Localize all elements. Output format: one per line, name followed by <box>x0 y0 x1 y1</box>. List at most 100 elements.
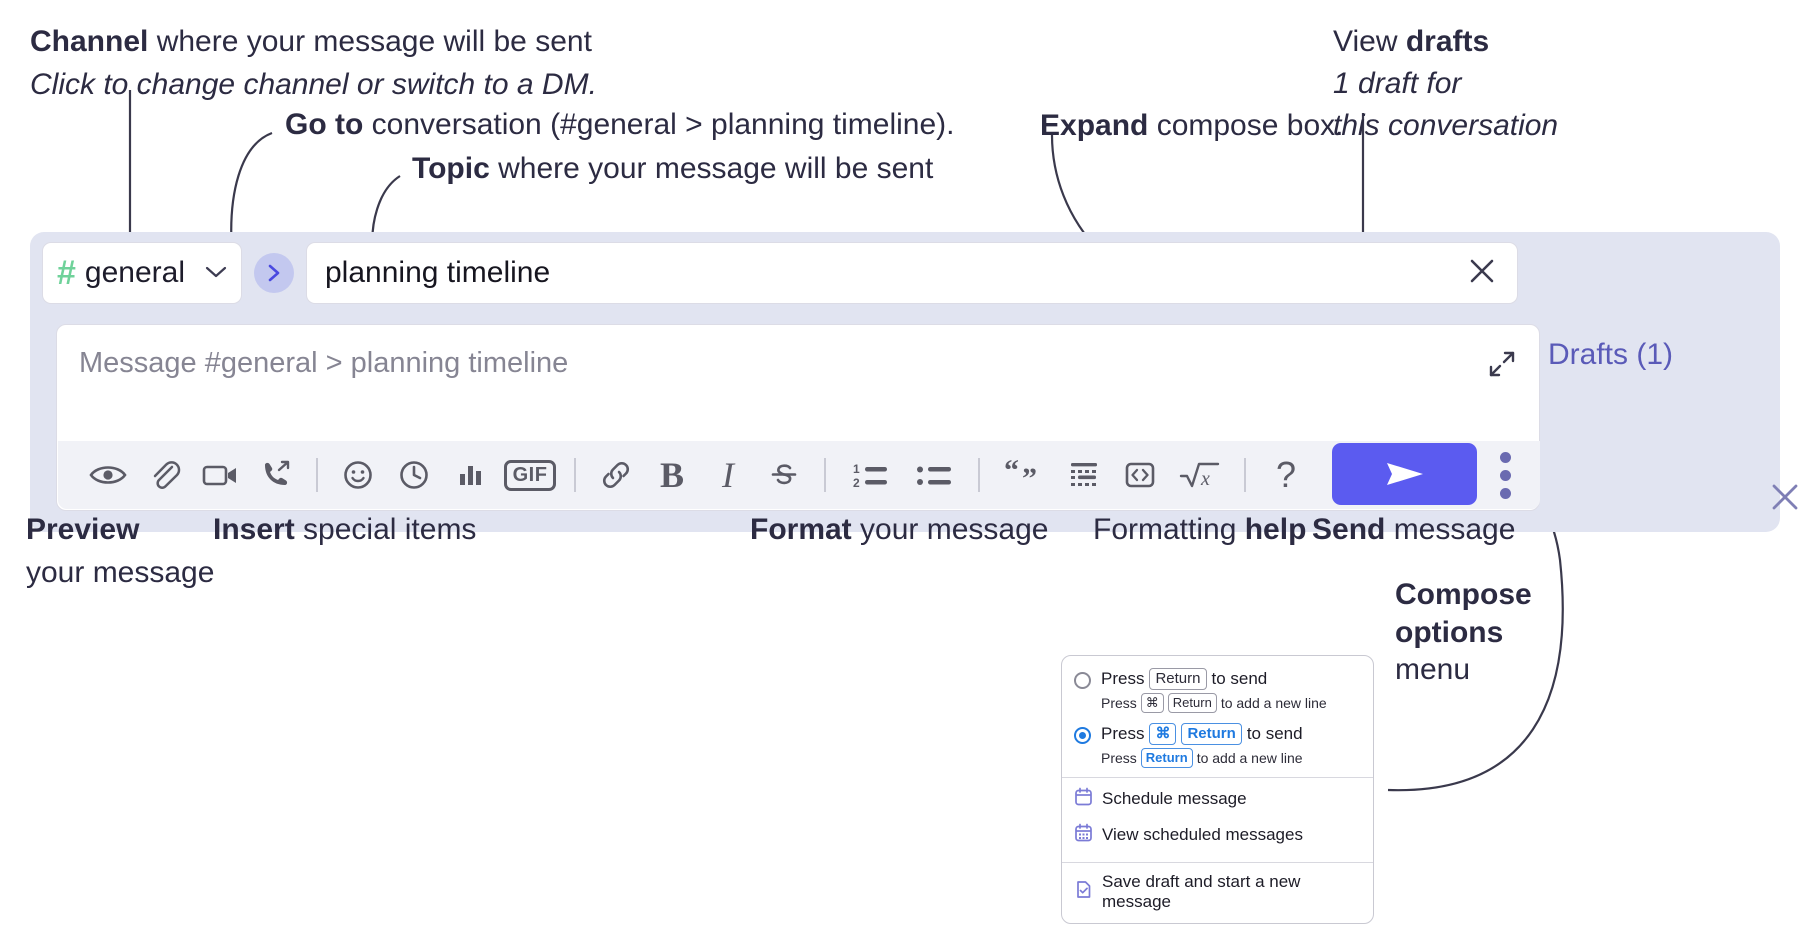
gif-icon[interactable]: GIF <box>498 447 562 503</box>
annotation-compose-options: Compose options menu <box>1395 576 1532 689</box>
toolbar-separator <box>1244 458 1246 492</box>
topic-input[interactable]: planning timeline <box>306 242 1518 304</box>
bulleted-list-icon[interactable] <box>902 447 966 503</box>
menu-item-save-draft[interactable]: Save draft and start a new message <box>1062 863 1373 923</box>
annotation-channel-rest: where your message will be sent <box>148 25 592 58</box>
menu-item-schedule-message[interactable]: Schedule message <box>1062 778 1373 817</box>
tail-label: to add a new line <box>1220 695 1327 712</box>
goto-conversation-button[interactable] <box>254 253 294 293</box>
annotation-topic-rest: where your message will be sent <box>489 152 934 185</box>
send-button[interactable] <box>1332 443 1477 505</box>
close-icon[interactable] <box>1465 254 1499 293</box>
close-icon[interactable] <box>1766 478 1804 521</box>
audio-call-icon[interactable] <box>248 447 304 503</box>
calendar-grid-icon <box>1074 823 1093 847</box>
expand-icon[interactable] <box>1485 347 1519 386</box>
annotation-drafts-plain: View <box>1333 25 1406 58</box>
inline-code-icon[interactable] <box>1112 447 1168 503</box>
press-label: Press <box>1101 669 1145 689</box>
compose-options-button[interactable] <box>1500 452 1511 499</box>
emoji-icon[interactable] <box>330 447 386 503</box>
annotation-drafts-sub2: this conversation <box>1333 109 1559 142</box>
send-icon <box>1386 463 1423 485</box>
menu-item-view-scheduled-messages[interactable]: View scheduled messages <box>1062 817 1373 853</box>
annotation-expand: Expand compose box. <box>1040 106 1343 145</box>
svg-text:2: 2 <box>853 476 860 490</box>
annotation-channel-bold: Channel <box>30 25 149 58</box>
key-command: ⌘ <box>1140 693 1164 713</box>
attachment-icon[interactable] <box>136 447 192 503</box>
annotation-send: Send message <box>1312 510 1515 549</box>
radio-button-selected[interactable] <box>1074 726 1091 744</box>
link-icon[interactable] <box>588 447 644 503</box>
hash-icon: # <box>57 254 76 292</box>
tail-label: to send <box>1246 723 1303 743</box>
topic-value: planning timeline <box>325 256 551 289</box>
code-block-icon[interactable] <box>1056 447 1112 503</box>
channel-selector[interactable]: # general <box>42 242 242 304</box>
annotation-help-plain: Formatting <box>1093 513 1245 546</box>
annotation-format-rest: your message <box>851 513 1049 546</box>
annotation-preview-sub: your message <box>26 556 215 589</box>
key-return: Return <box>1140 748 1193 768</box>
annotation-channel: Channel where your message will be sent … <box>30 22 597 104</box>
annotation-goto-bold: Go to <box>285 108 364 141</box>
annotation-compose-bold2: options <box>1395 615 1504 649</box>
channel-name: general <box>84 256 185 289</box>
svg-text:”: ” <box>1022 462 1037 492</box>
annotation-expand-bold: Expand <box>1040 109 1149 142</box>
press-label: Press <box>1101 695 1137 712</box>
annotation-topic: Topic where your message will be sent <box>412 149 933 188</box>
annotation-expand-rest: compose box. <box>1148 109 1344 142</box>
strikethrough-icon[interactable] <box>756 447 812 503</box>
annotation-formatting-help: Formatting help <box>1093 510 1306 549</box>
press-label: Press <box>1101 723 1145 743</box>
toolbar-separator <box>824 458 826 492</box>
clock-icon[interactable] <box>386 447 442 503</box>
annotation-send-bold: Send <box>1312 513 1386 546</box>
drafts-link[interactable]: Drafts (1) <box>1548 338 1674 371</box>
option-main-row: Press ⌘ Return to send <box>1101 722 1303 746</box>
preview-icon[interactable] <box>80 447 136 503</box>
toolbar-separator <box>574 458 576 492</box>
svg-text:x: x <box>1200 468 1210 490</box>
svg-text:1: 1 <box>853 462 860 476</box>
radio-button[interactable] <box>1074 672 1091 689</box>
menu-item-label: Schedule message <box>1102 788 1247 808</box>
kebab-dot <box>1500 488 1511 499</box>
menu-option-cmd-return-to-send[interactable]: Press ⌘ Return to send Press Return to a… <box>1062 713 1373 768</box>
svg-text:“: “ <box>1004 458 1019 487</box>
annotation-drafts: View drafts 1 draft for this conversatio… <box>1333 22 1558 145</box>
annotation-send-rest: message <box>1385 513 1516 546</box>
compose-panel: # general planning timeline M <box>30 232 1798 532</box>
tail-label: to add a new line <box>1196 749 1303 766</box>
blockquote-icon[interactable]: “ ” <box>992 447 1056 503</box>
bold-icon[interactable]: B <box>644 447 700 503</box>
ordered-list-icon[interactable]: 1 2 <box>838 447 902 503</box>
help-icon[interactable]: ? <box>1258 447 1314 503</box>
annotation-help-bold: help <box>1244 513 1307 546</box>
annotation-compose-bold1: Compose <box>1395 578 1532 611</box>
menu-item-label: Save draft and start a new message <box>1102 871 1301 911</box>
annotation-insert: Insert special items <box>213 510 476 549</box>
menu-option-return-to-send[interactable]: Press Return to send Press ⌘ Return to a… <box>1062 656 1373 713</box>
annotation-goto-rest: conversation (#general > planning timeli… <box>363 108 955 141</box>
formatting-toolbar: GIF B I <box>58 441 1540 509</box>
key-return: Return <box>1167 693 1217 713</box>
compose-inner: # general planning timeline M <box>42 242 1546 523</box>
compose-options-menu: Press Return to send Press ⌘ Return to a… <box>1061 655 1374 924</box>
message-placeholder: Message #general > planning timeline <box>79 347 569 379</box>
annotation-drafts-sub1: 1 draft for <box>1333 67 1462 100</box>
video-icon[interactable] <box>192 447 248 503</box>
gif-label: GIF <box>503 459 557 491</box>
option-sub-row: Press ⌘ Return to add a new line <box>1101 693 1327 713</box>
option-main-row: Press Return to send <box>1101 668 1327 691</box>
compose-header-row: # general planning timeline <box>42 242 1518 304</box>
message-input-box[interactable]: Message #general > planning timeline <box>56 324 1540 511</box>
save-draft-icon <box>1074 880 1093 904</box>
italic-icon[interactable]: I <box>700 447 756 503</box>
math-icon[interactable]: x <box>1168 447 1232 503</box>
toolbar-separator <box>316 458 318 492</box>
poll-icon[interactable] <box>442 447 498 503</box>
